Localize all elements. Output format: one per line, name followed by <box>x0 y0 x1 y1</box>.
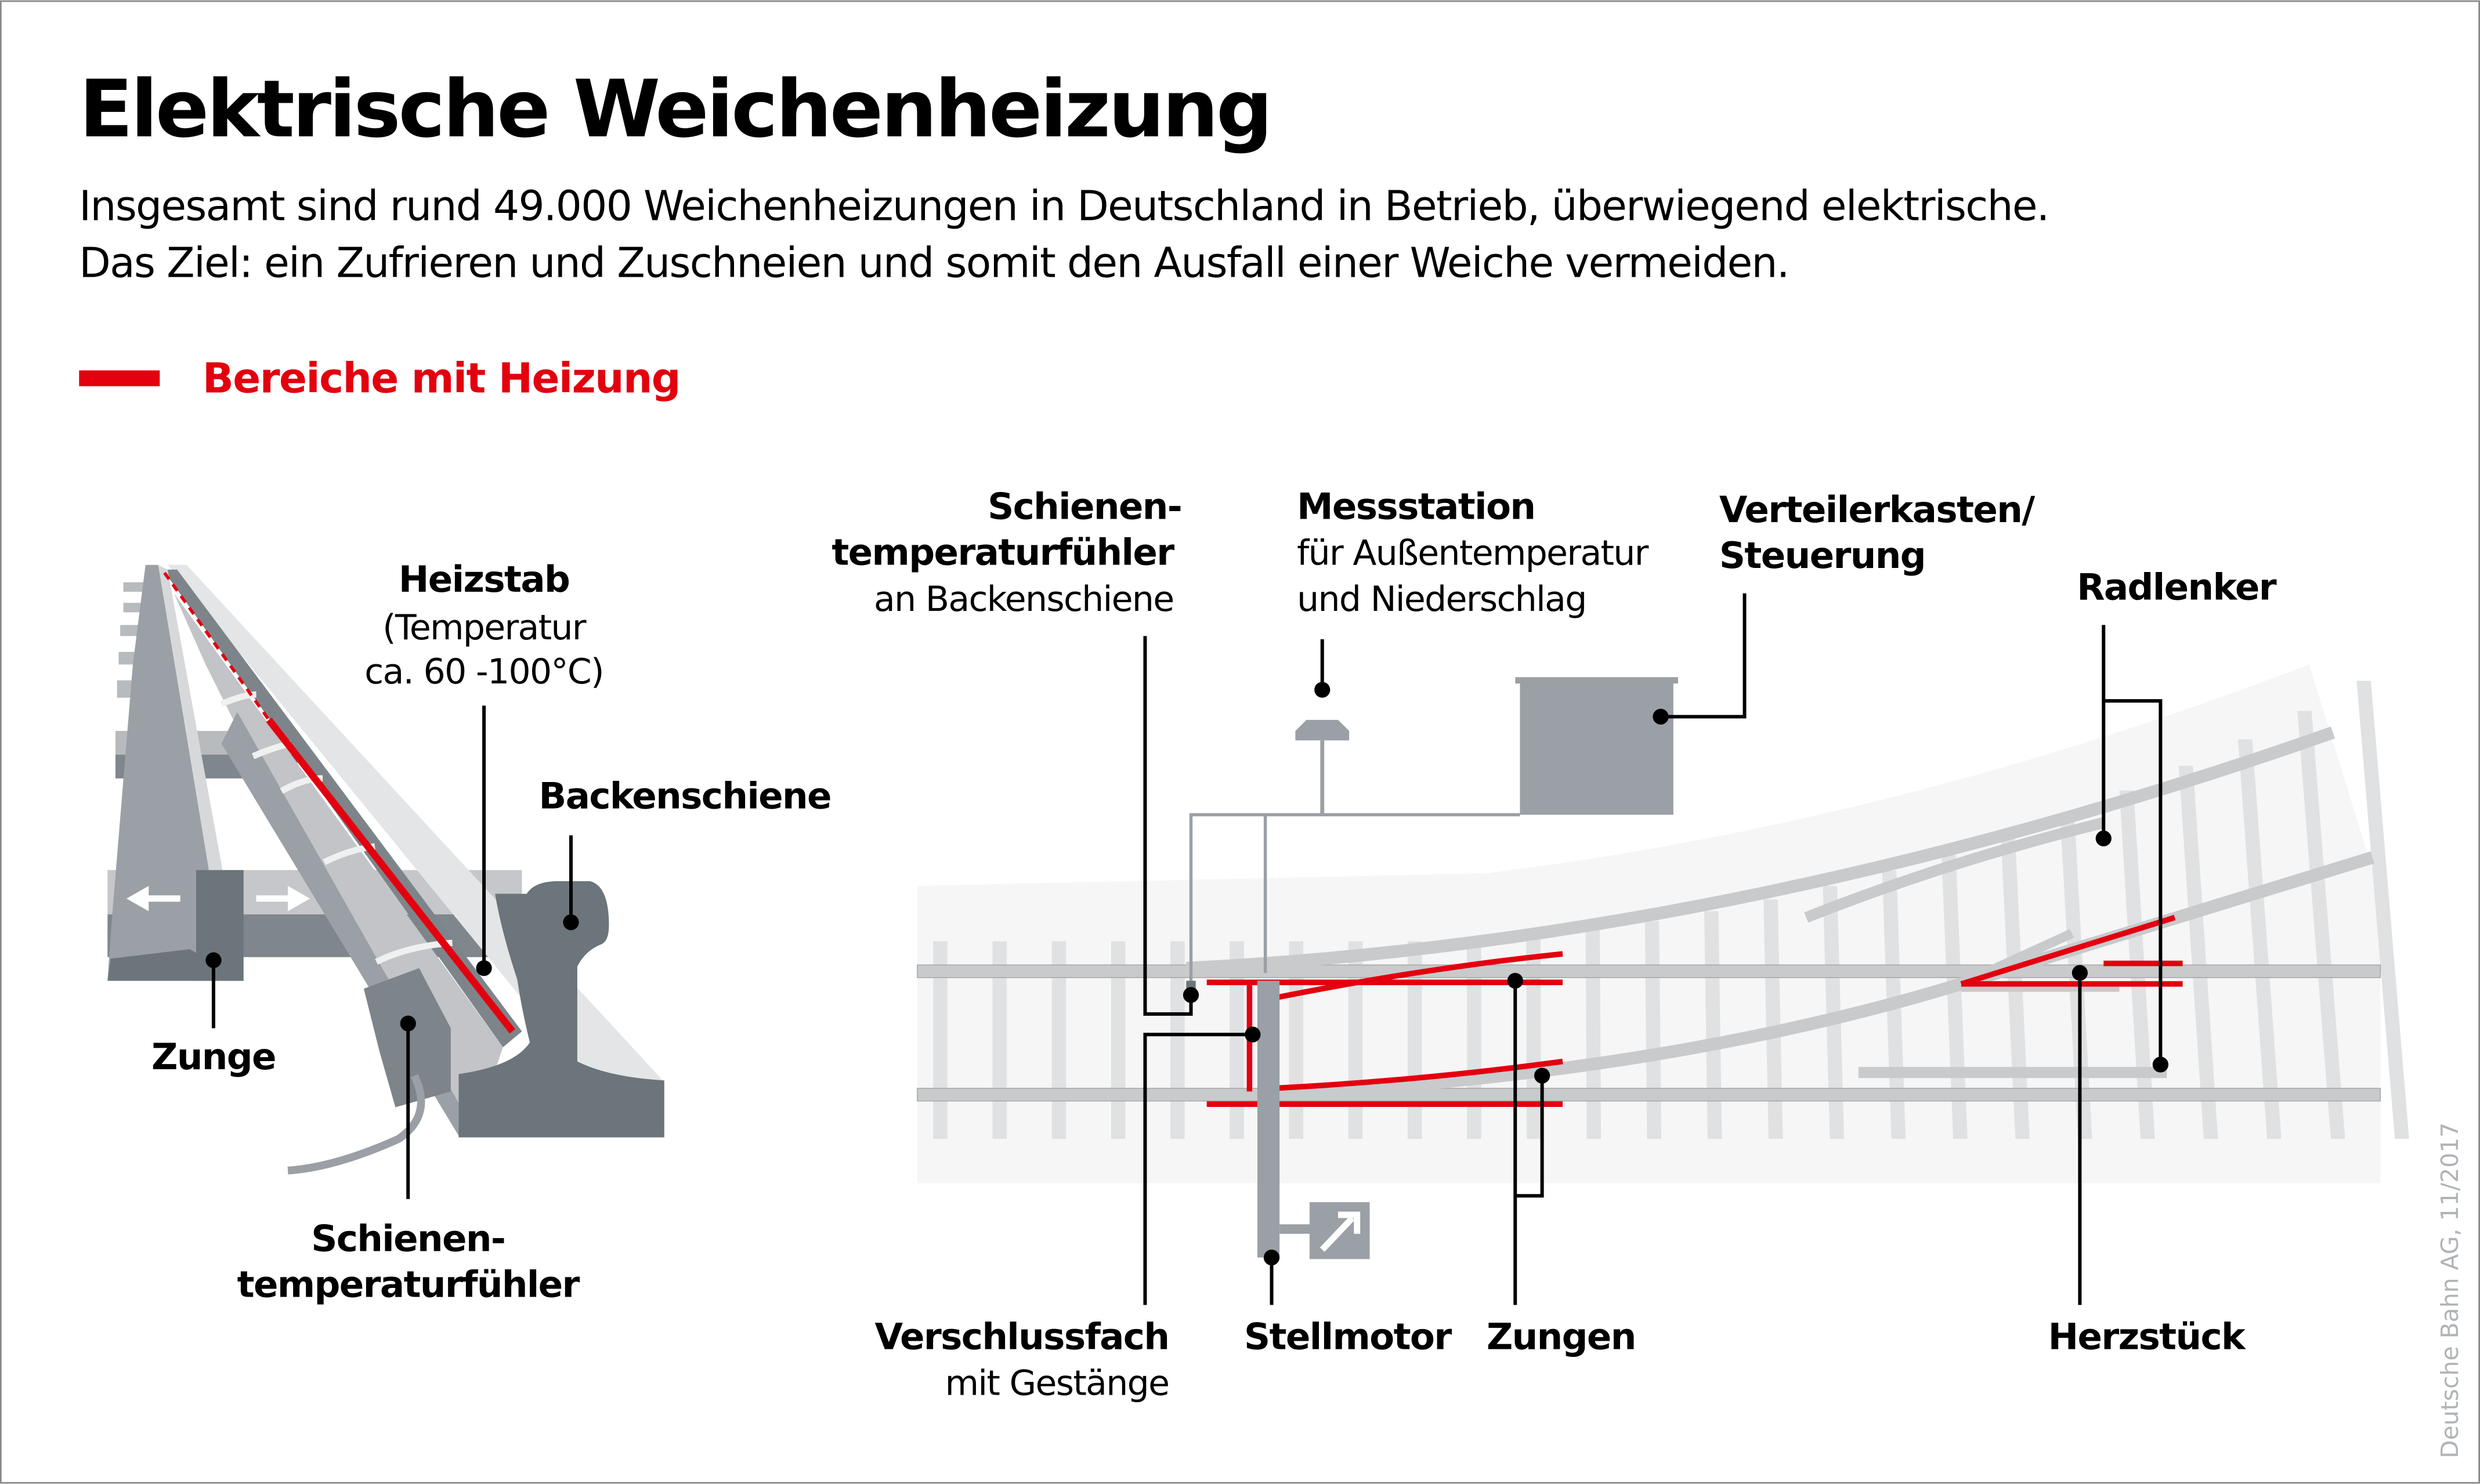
sensor-right-label-1: Schienen- <box>988 486 1181 528</box>
messstation-label: Messstation <box>1297 486 1535 528</box>
sensor-cable <box>287 1074 425 1175</box>
sleeper <box>2237 739 2282 1139</box>
heizstab-label: Heizstab <box>399 558 569 600</box>
credit: Deutsche Bahn AG, 11/2017 <box>2436 1123 2464 1458</box>
sleeper <box>1644 921 1662 1139</box>
subtitle-line-1: Insgesamt sind rund 49.000 Weichenheizun… <box>79 182 2048 230</box>
weather-station-icon <box>1295 719 1350 741</box>
movement-arrows-icon <box>126 886 310 911</box>
straight-rail-lower <box>917 1088 2381 1102</box>
motor-arrow-icon <box>1319 1211 1361 1252</box>
legend-label: Bereiche mit Heizung <box>203 354 680 403</box>
verschlussfach-label: Verschlussfach <box>875 1316 1169 1358</box>
diverging-rail-lower <box>1265 851 2374 1101</box>
verteiler-label-1: Verteilerkasten/ <box>1719 488 2035 531</box>
switch-diagram <box>917 664 2409 1259</box>
check-rail-upper <box>1804 817 2105 923</box>
subtitle-line-2: Das Ziel: ein Zufrieren und Zuschneien u… <box>79 239 1788 287</box>
distribution-box <box>1520 680 1673 815</box>
rail-closeup-illustration <box>107 564 664 1175</box>
page-title: Elektrische Weichenheizung <box>79 64 1270 155</box>
legend-swatch <box>79 370 160 386</box>
sensor-right-label-3: an Backenschiene <box>874 579 1174 620</box>
radlenker-label: Radlenker <box>2077 566 2277 609</box>
zunge-label: Zunge <box>151 1036 276 1078</box>
sleeper <box>1585 929 1601 1139</box>
verschlussfach-desc: mit Gestänge <box>945 1363 1169 1404</box>
heizstab-desc-1: (Temperatur <box>382 607 587 648</box>
messstation-desc-1: für Außentemperatur <box>1297 533 1649 574</box>
sensor-label-2: temperaturfühler <box>237 1264 580 1306</box>
sleeper <box>2178 766 2218 1139</box>
sensor-right-label-2: temperaturfühler <box>832 531 1174 574</box>
sleeper <box>2297 711 2345 1139</box>
rodding <box>1257 980 1280 1258</box>
backenschiene-label: Backenschiene <box>539 774 831 817</box>
messstation-desc-2: und Niederschlag <box>1297 579 1586 620</box>
sleeper <box>1763 899 1783 1139</box>
verteiler-label-2: Steuerung <box>1719 534 1925 577</box>
stellmotor-label: Stellmotor <box>1244 1316 1452 1358</box>
zungen-label: Zungen <box>1487 1316 1636 1358</box>
herzstueck-label: Herzstück <box>2048 1316 2246 1358</box>
sensor-label-1: Schienen- <box>311 1218 505 1260</box>
sleeper <box>2356 681 2409 1139</box>
heating-rod <box>163 571 270 721</box>
heizstab-desc-2: ca. 60 -100°C) <box>364 651 603 692</box>
diverging-rail-upper <box>1185 726 2336 975</box>
